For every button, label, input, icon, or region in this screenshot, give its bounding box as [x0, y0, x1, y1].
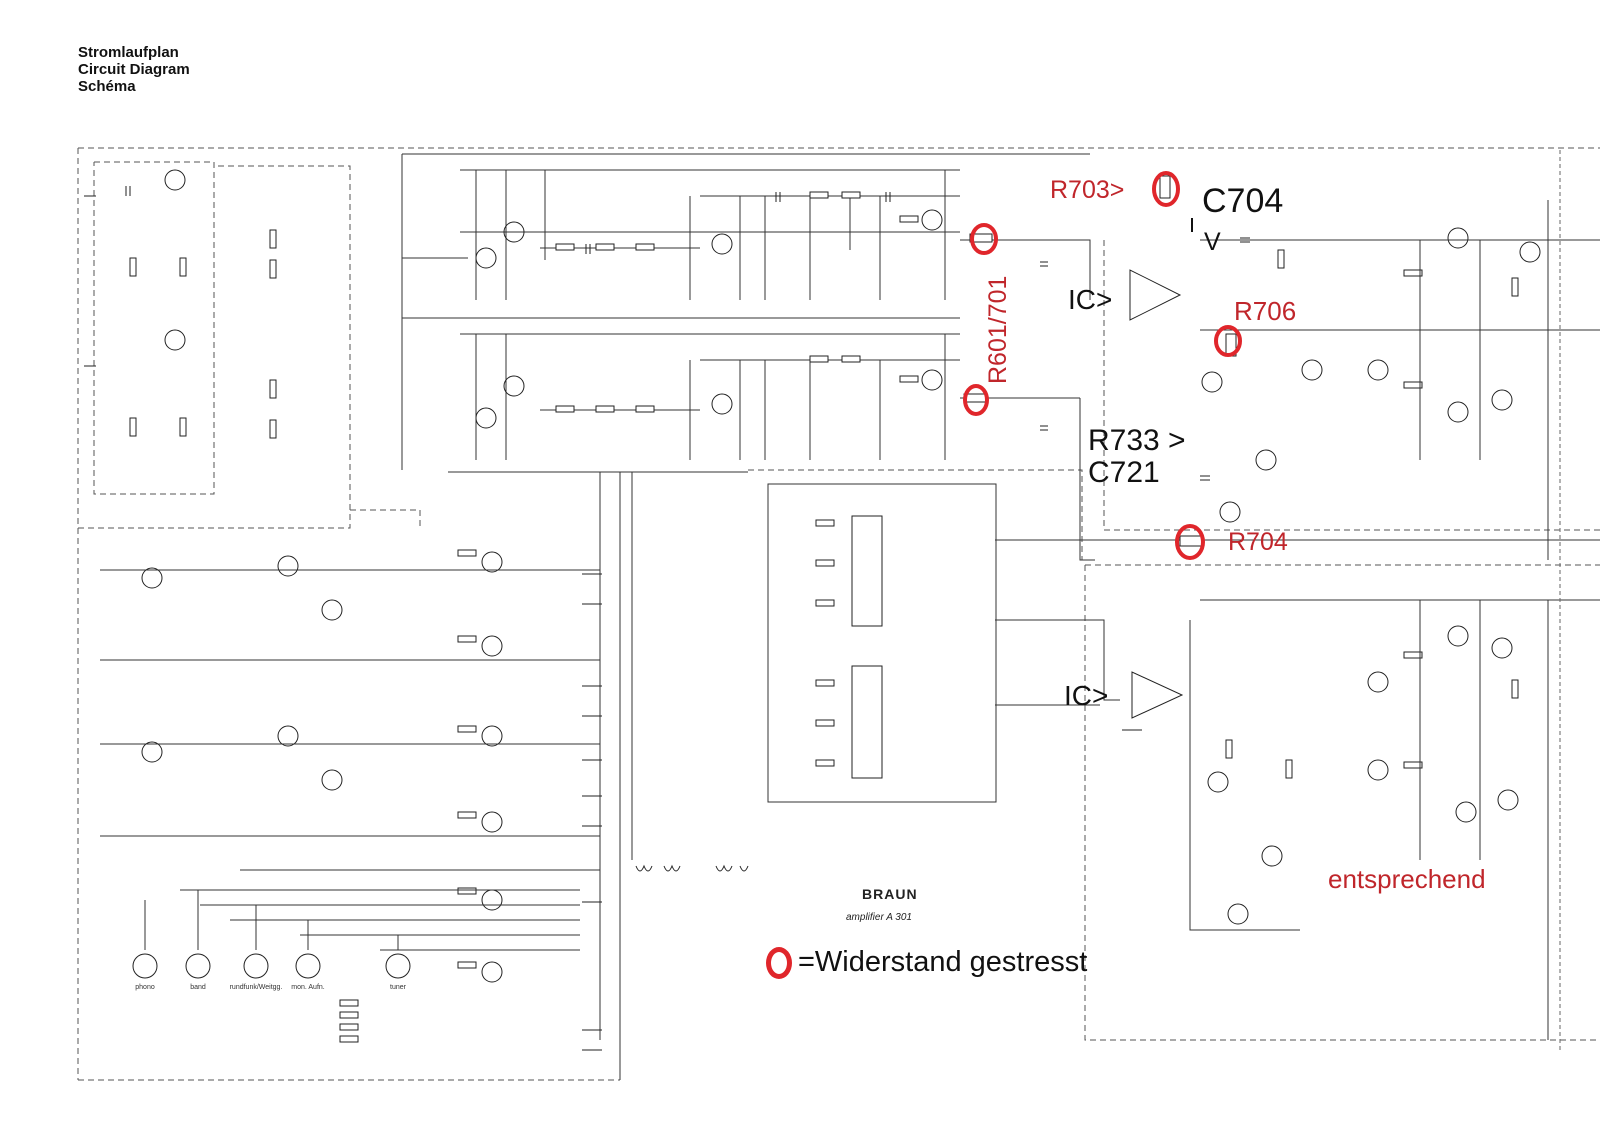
- connector-label-phono: phono: [135, 984, 155, 991]
- stress-markers: [963, 171, 1242, 560]
- legend: =Widerstand gestresst: [766, 946, 1087, 979]
- annotation-c721: C721: [1088, 456, 1160, 489]
- connector-label-mon-aufn: mon. Aufn.: [291, 984, 325, 991]
- title-french: Schéma: [78, 78, 136, 95]
- ic-block-upper: [851, 515, 883, 627]
- r601-marker: [970, 223, 998, 255]
- opamp-lower: [1131, 671, 1184, 719]
- title-german: Stromlaufplan: [78, 44, 179, 61]
- r701-marker: [963, 384, 989, 416]
- annotation-entsprechend: entsprechend: [1328, 864, 1486, 894]
- brand-logo: BRAUN: [862, 886, 918, 902]
- annotation-r601-701: R601/701: [984, 275, 1012, 384]
- legend-ring-icon: [766, 946, 792, 979]
- resistors: [129, 175, 1519, 1043]
- switch-contacts: [582, 573, 602, 1051]
- annotation-r704: R704: [1228, 528, 1288, 556]
- resistor-drops: [475, 170, 946, 460]
- outer-frame: [77, 147, 1600, 1081]
- r704-marker: [1175, 524, 1205, 560]
- r703-marker: [1152, 171, 1180, 207]
- ic-block-lower: [851, 665, 883, 779]
- annotation-r703: R703>: [1050, 176, 1125, 204]
- model-name: amplifier A 301: [846, 912, 912, 923]
- capacitors: [125, 186, 1250, 481]
- grounds: [84, 195, 1142, 731]
- selector-board: [767, 483, 997, 803]
- title-english: Circuit Diagram: [78, 61, 190, 78]
- annotation-r706: R706: [1234, 296, 1297, 326]
- annotation-ic-lower: IC>: [1064, 680, 1109, 711]
- opamp-upper: [1129, 269, 1182, 321]
- transistors: [141, 169, 1541, 983]
- connector-label-band: band: [190, 984, 206, 991]
- coils: [635, 864, 749, 872]
- din-connectors: [132, 953, 411, 979]
- connector-label-tuner: tuner: [390, 984, 406, 991]
- diagram-title: Stromlaufplan Circuit Diagram Schéma: [78, 44, 190, 95]
- r706-marker: [1214, 325, 1242, 357]
- connector-label-rundfunk: rundfunk/Weitgg.: [229, 984, 283, 991]
- annotation-r733: R733 >: [1088, 424, 1186, 457]
- annotation-ic-upper: IC>: [1068, 284, 1113, 315]
- annotation-v-mark: V: [1204, 228, 1221, 256]
- annotation-c704: C704: [1202, 182, 1284, 220]
- legend-text: =Widerstand gestresst: [798, 946, 1088, 978]
